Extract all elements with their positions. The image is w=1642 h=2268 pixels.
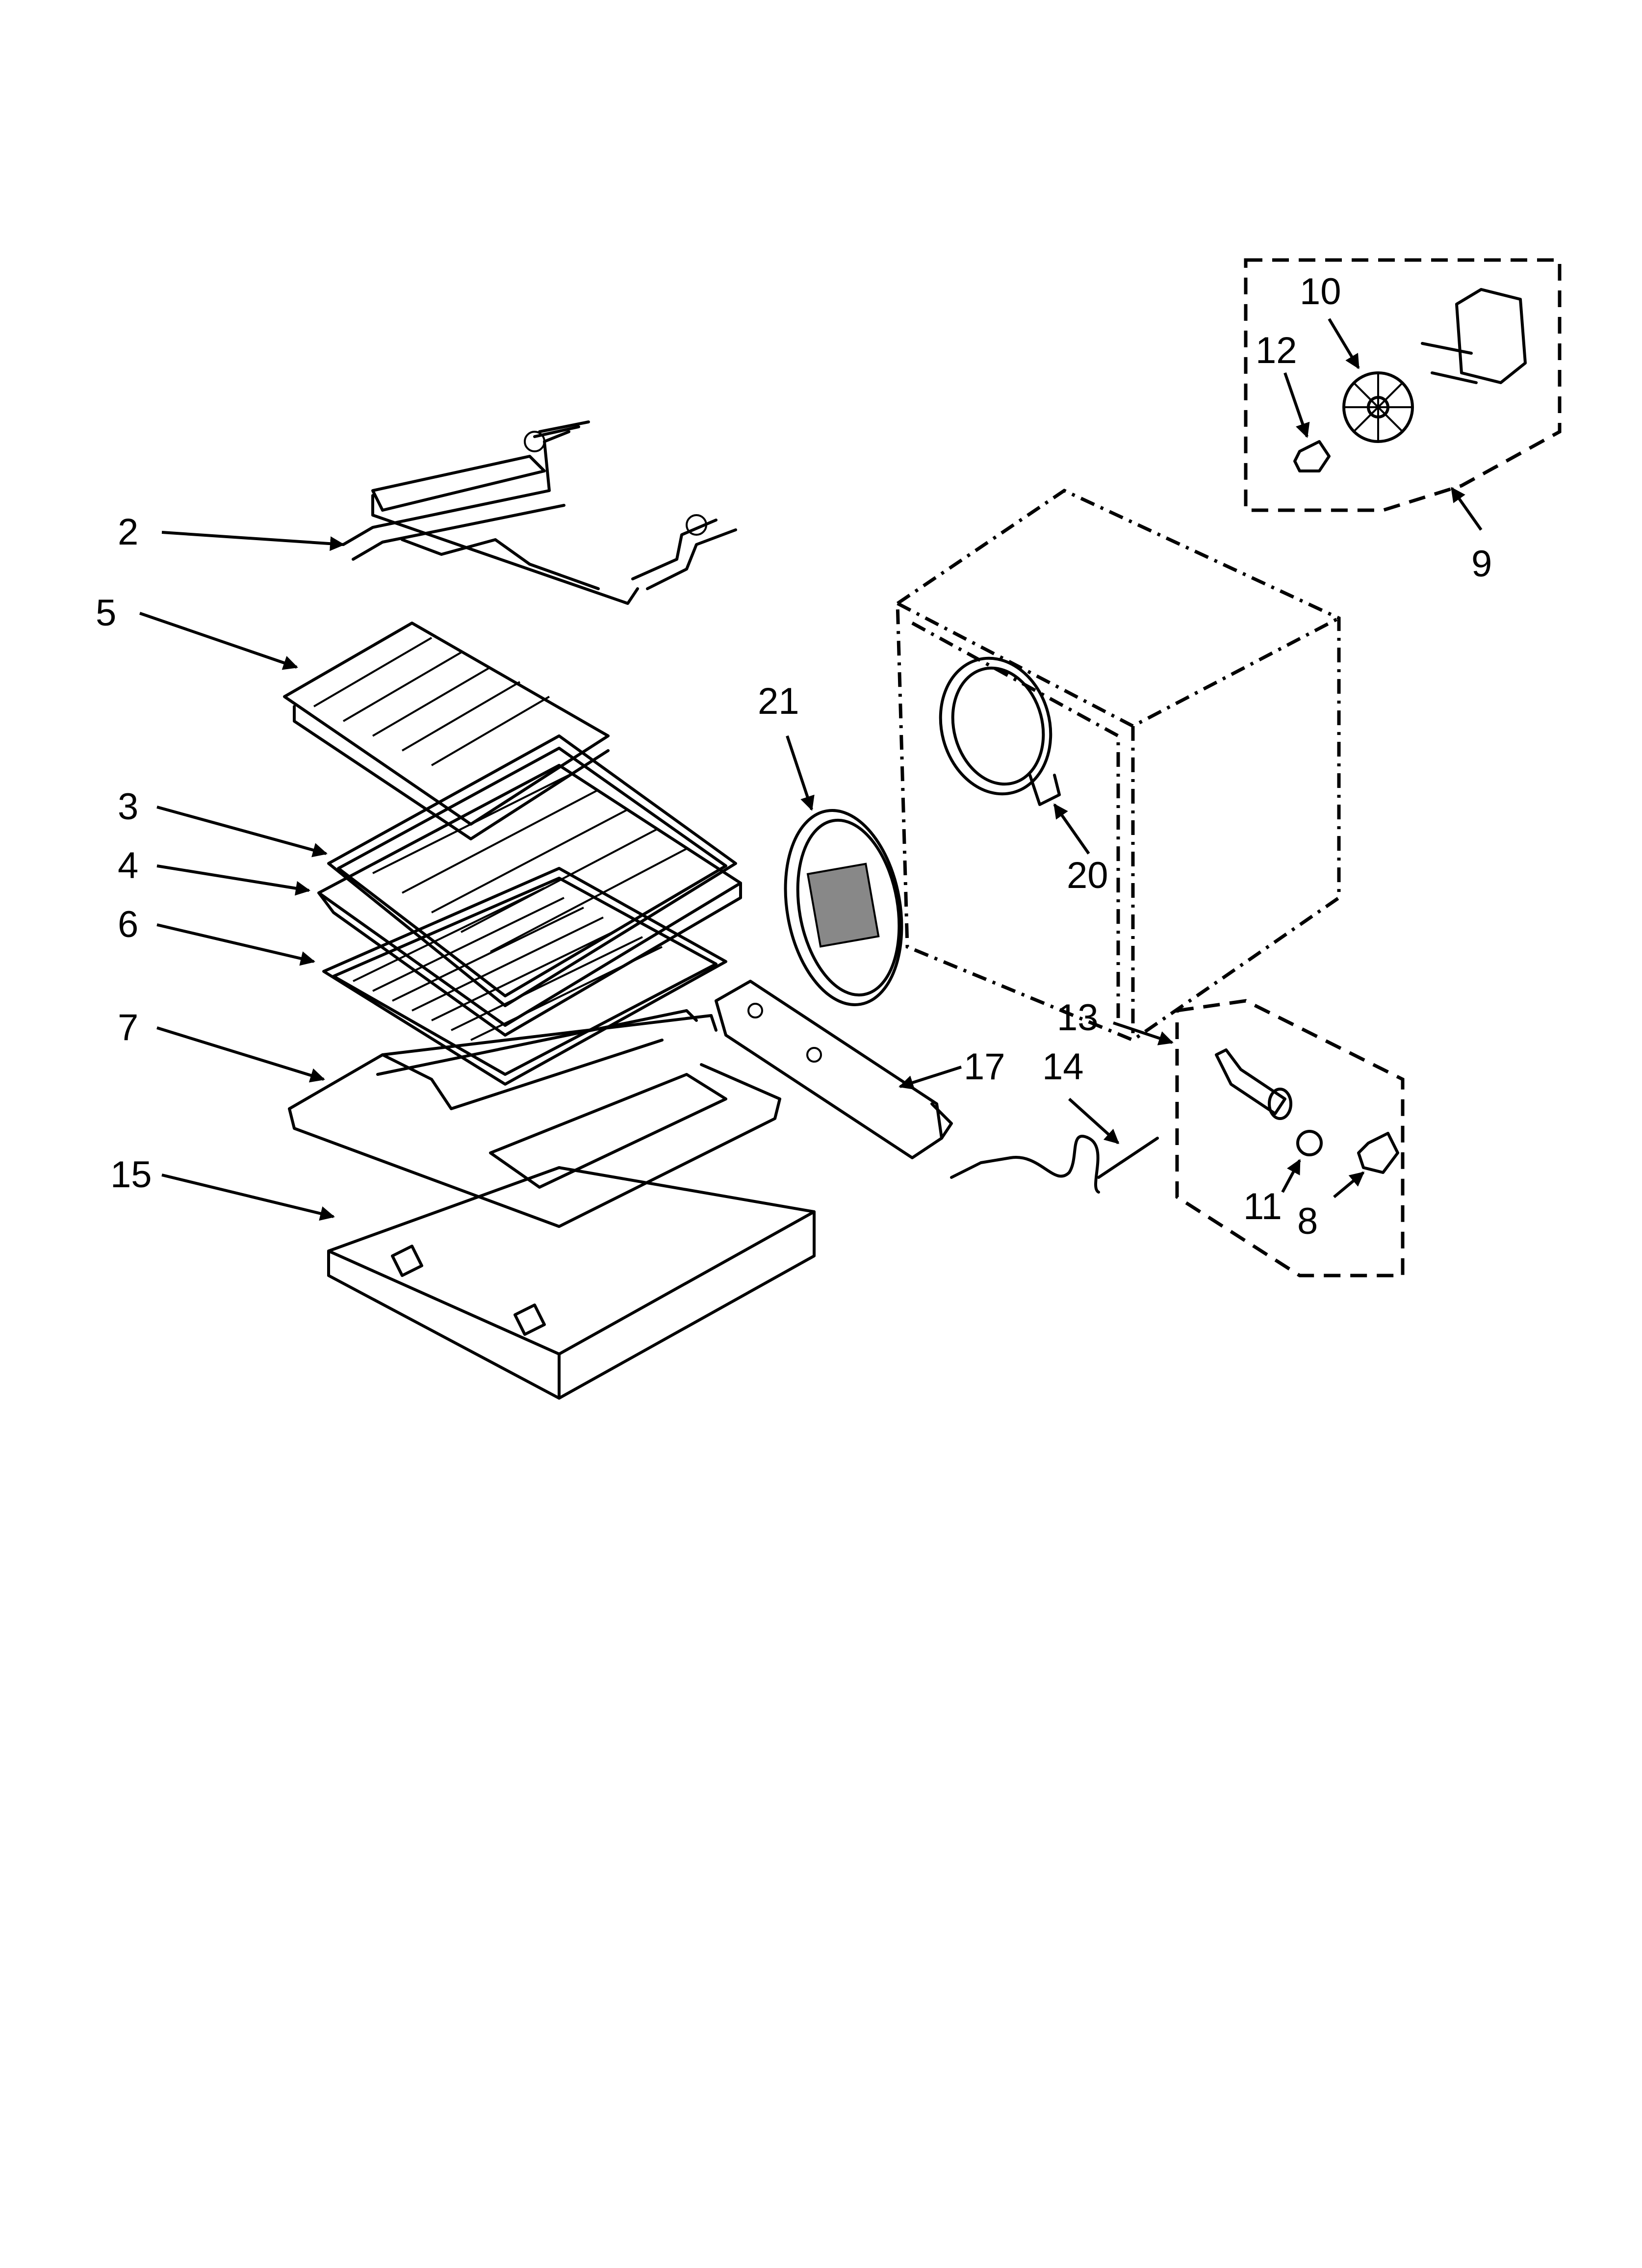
callout-9: 9 <box>1471 543 1492 585</box>
callout-15: 15 <box>110 1154 152 1196</box>
callout-21: 21 <box>758 680 799 722</box>
callout-20: 20 <box>1067 855 1108 896</box>
callout-7: 7 <box>118 1007 138 1048</box>
callout-3: 3 <box>118 786 138 828</box>
meat-probe-part <box>950 1135 1159 1194</box>
callout-2: 2 <box>118 511 138 553</box>
callout-13: 13 <box>1057 997 1099 1039</box>
callout-17: 17 <box>964 1046 1005 1088</box>
callout-12: 12 <box>1256 330 1297 371</box>
callout-6: 6 <box>118 904 138 945</box>
convection-element-part <box>939 656 1061 806</box>
leader-lines <box>139 318 1483 1221</box>
sensor-kit-group <box>1175 999 1405 1277</box>
bake-element-part <box>288 1009 781 1228</box>
fan-cover-part <box>784 809 903 1006</box>
broil-pan-grid-part <box>283 622 610 840</box>
fan-motor-kit-group <box>1244 258 1562 512</box>
callout-8: 8 <box>1297 1200 1318 1242</box>
callout-14: 14 <box>1042 1046 1084 1088</box>
bottom-tray-part <box>327 1166 816 1400</box>
callout-11: 11 <box>1243 1186 1282 1227</box>
callout-4: 4 <box>118 845 138 886</box>
callout-10: 10 <box>1300 271 1341 313</box>
oven-cavity-outline <box>896 488 1341 1042</box>
broil-element-part <box>342 420 737 605</box>
bracket-part <box>715 980 953 1159</box>
callout-5: 5 <box>96 592 116 634</box>
callout-labels: 2 5 3 4 6 7 15 21 20 17 13 14 11 8 9 10 … <box>96 271 1492 1242</box>
